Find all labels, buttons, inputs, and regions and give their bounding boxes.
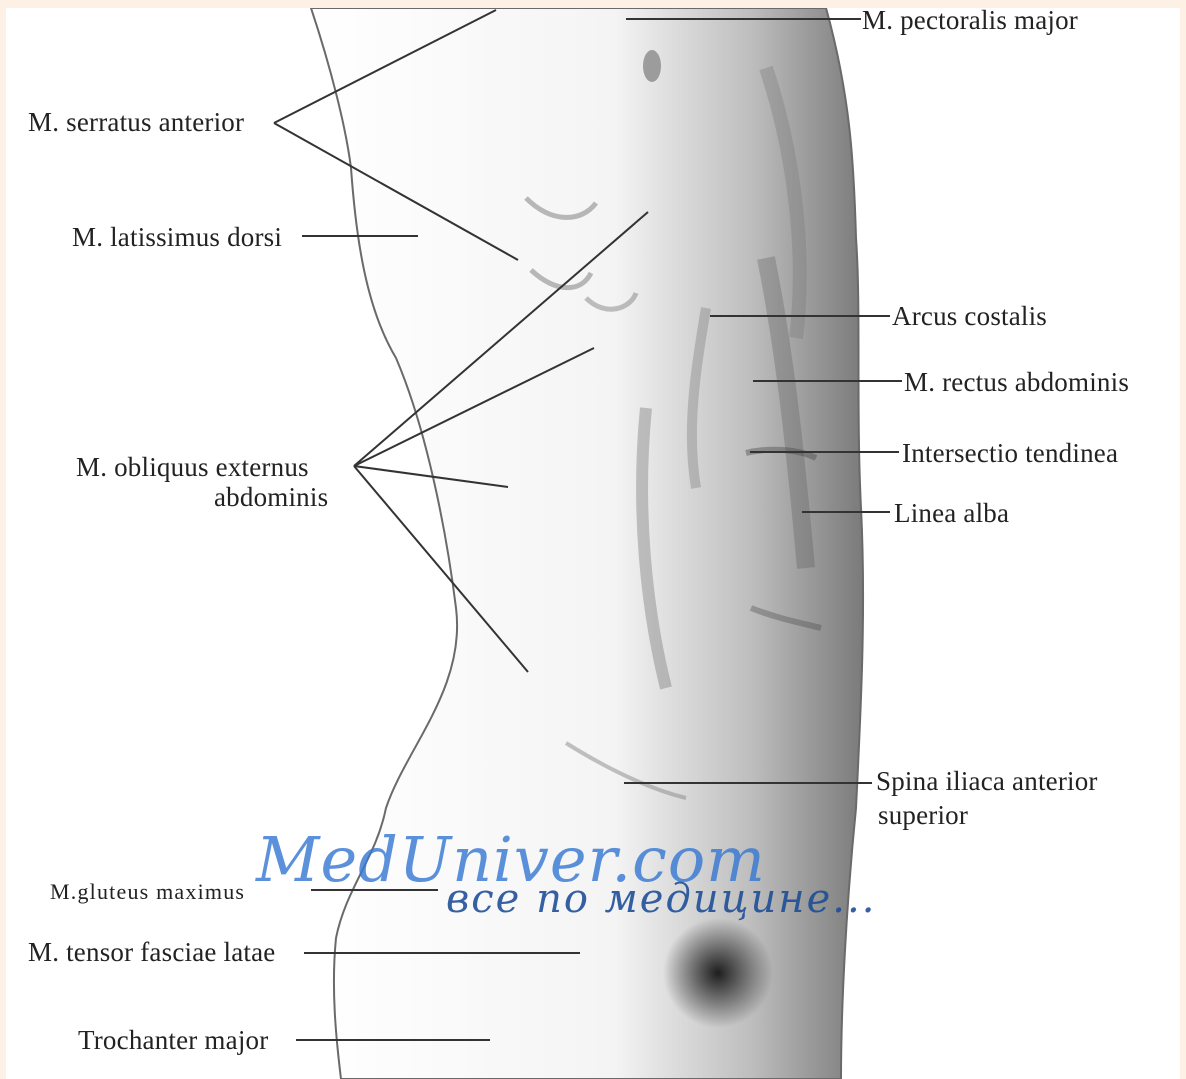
label-pectoralis-major: M. pectoralis major: [862, 8, 1078, 35]
label-intersectio-tendinea: Intersectio tendinea: [902, 438, 1118, 468]
label-serratus-anterior: M. serratus anterior: [28, 107, 244, 137]
label-tensor-fasciae-latae: M. tensor fasciae latae: [28, 937, 275, 967]
label-spina-iliaca-line2: superior: [878, 800, 968, 830]
watermark-sub: все по медицине...: [446, 876, 876, 922]
label-obliquus-line2: abdominis: [214, 482, 328, 512]
groin-shadow: [663, 918, 773, 1028]
label-trochanter-major: Trochanter major: [78, 1025, 268, 1055]
label-arcus-costalis: Arcus costalis: [892, 301, 1047, 331]
anatomy-figure: M. pectoralis major M. serratus anterior…: [6, 8, 1180, 1079]
label-latissimus-dorsi: M. latissimus dorsi: [72, 222, 282, 252]
label-spina-iliaca-line1: Spina iliaca anterior: [876, 766, 1098, 796]
label-rectus-abdominis: M. rectus abdominis: [904, 367, 1129, 397]
label-obliquus-line1: M. obliquus externus: [76, 452, 309, 482]
label-linea-alba: Linea alba: [894, 498, 1009, 528]
label-gluteus-maximus: M.gluteus maximus: [50, 877, 245, 907]
